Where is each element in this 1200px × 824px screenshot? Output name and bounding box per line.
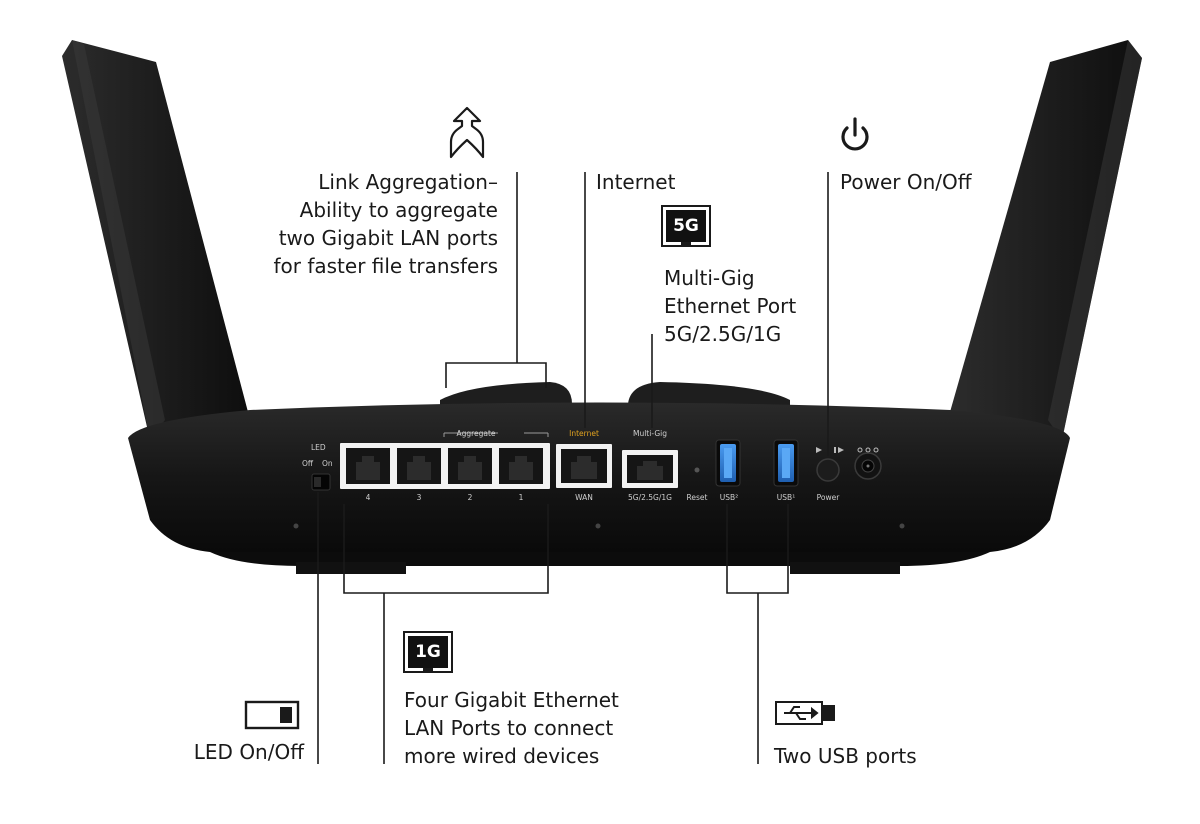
panel-reset-label: Reset bbox=[687, 493, 708, 502]
left-antenna bbox=[62, 40, 248, 440]
power-callout: Power On/Off bbox=[840, 168, 972, 196]
panel-usb2-label: USB² bbox=[720, 493, 738, 502]
panel-aggregate-label: Aggregate bbox=[456, 429, 495, 438]
leader-lines bbox=[317, 172, 829, 764]
callout-line: Two USB ports bbox=[774, 744, 917, 768]
internet-callout: Internet bbox=[596, 168, 675, 196]
panel-led-label: LED bbox=[311, 443, 326, 452]
dc-power-jack[interactable] bbox=[854, 452, 882, 480]
multigig-callout: Multi-Gig Ethernet Port 5G/2.5G/1G bbox=[664, 264, 796, 348]
led-switch-icon bbox=[244, 700, 300, 730]
reset-button[interactable] bbox=[694, 467, 700, 473]
panel-led-on-label: On bbox=[322, 459, 333, 468]
panel-multigig-speeds: 5G/2.5G/1G bbox=[628, 493, 672, 502]
panel-internet-label: Internet bbox=[569, 429, 599, 438]
callout-line: Power On/Off bbox=[840, 170, 972, 194]
usb-callout: Two USB ports bbox=[774, 742, 917, 770]
callout-line: more wired devices bbox=[404, 744, 600, 768]
link-aggregation-callout: Link Aggregation– Ability to aggregate t… bbox=[230, 168, 498, 280]
usb-icon bbox=[775, 701, 835, 725]
screw bbox=[293, 523, 299, 529]
5g-badge-text: 5G bbox=[673, 216, 699, 236]
panel-led-off-label: Off bbox=[302, 459, 314, 468]
power-button[interactable] bbox=[816, 458, 840, 482]
callout-line: Internet bbox=[596, 170, 676, 194]
lan-port-2[interactable] bbox=[448, 448, 492, 484]
lan-number: 4 bbox=[366, 493, 371, 502]
lan-number: 3 bbox=[417, 493, 422, 502]
power-icon bbox=[841, 117, 869, 151]
panel-power-label: Power bbox=[817, 493, 841, 502]
lan-port-3[interactable] bbox=[397, 448, 441, 484]
usb-port-1[interactable] bbox=[773, 439, 799, 487]
left-foot bbox=[296, 562, 406, 574]
callout-line: Link Aggregation– bbox=[318, 170, 498, 194]
callout-line: LED On/Off bbox=[193, 740, 304, 764]
5g-badge-icon bbox=[661, 205, 711, 247]
1g-badge-icon bbox=[403, 631, 453, 673]
panel-multigig-label: Multi-Gig bbox=[633, 429, 667, 438]
lan-port-block bbox=[340, 443, 550, 489]
lan-port-4[interactable] bbox=[346, 448, 390, 484]
right-foot bbox=[790, 562, 900, 574]
lan-number: 2 bbox=[468, 493, 473, 502]
multigig-port[interactable] bbox=[622, 450, 678, 488]
aggregation-bracket bbox=[445, 362, 547, 388]
1g-badge-text: 1G bbox=[415, 642, 441, 662]
lan-port-1[interactable] bbox=[499, 448, 543, 484]
callout-line: Ability to aggregate bbox=[299, 198, 498, 222]
callout-line: LAN Ports to connect bbox=[404, 716, 614, 740]
lan-callout: Four Gigabit Ethernet LAN Ports to conne… bbox=[404, 686, 619, 770]
callout-line: for faster file transfers bbox=[273, 254, 498, 278]
panel-wan-label: WAN bbox=[575, 493, 593, 502]
callout-line: Ethernet Port bbox=[664, 294, 797, 318]
led-switch-knob bbox=[314, 477, 321, 487]
lan-bracket bbox=[343, 504, 549, 594]
callout-line: 5G/2.5G/1G bbox=[664, 322, 782, 346]
lan-number: 1 bbox=[519, 493, 524, 502]
merge-arrow-icon bbox=[449, 106, 485, 159]
led-callout: LED On/Off bbox=[150, 738, 304, 766]
callout-line: Four Gigabit Ethernet bbox=[404, 688, 619, 712]
screw bbox=[595, 523, 601, 529]
right-antenna bbox=[950, 40, 1142, 440]
wan-port[interactable] bbox=[556, 444, 612, 488]
panel-usb1-label: USB¹ bbox=[777, 493, 795, 502]
power-panel-icons bbox=[816, 447, 879, 453]
screw bbox=[899, 523, 905, 529]
callout-line: Multi-Gig bbox=[664, 266, 755, 290]
callout-line: two Gigabit LAN ports bbox=[278, 226, 498, 250]
usb-port-2[interactable] bbox=[715, 439, 741, 487]
